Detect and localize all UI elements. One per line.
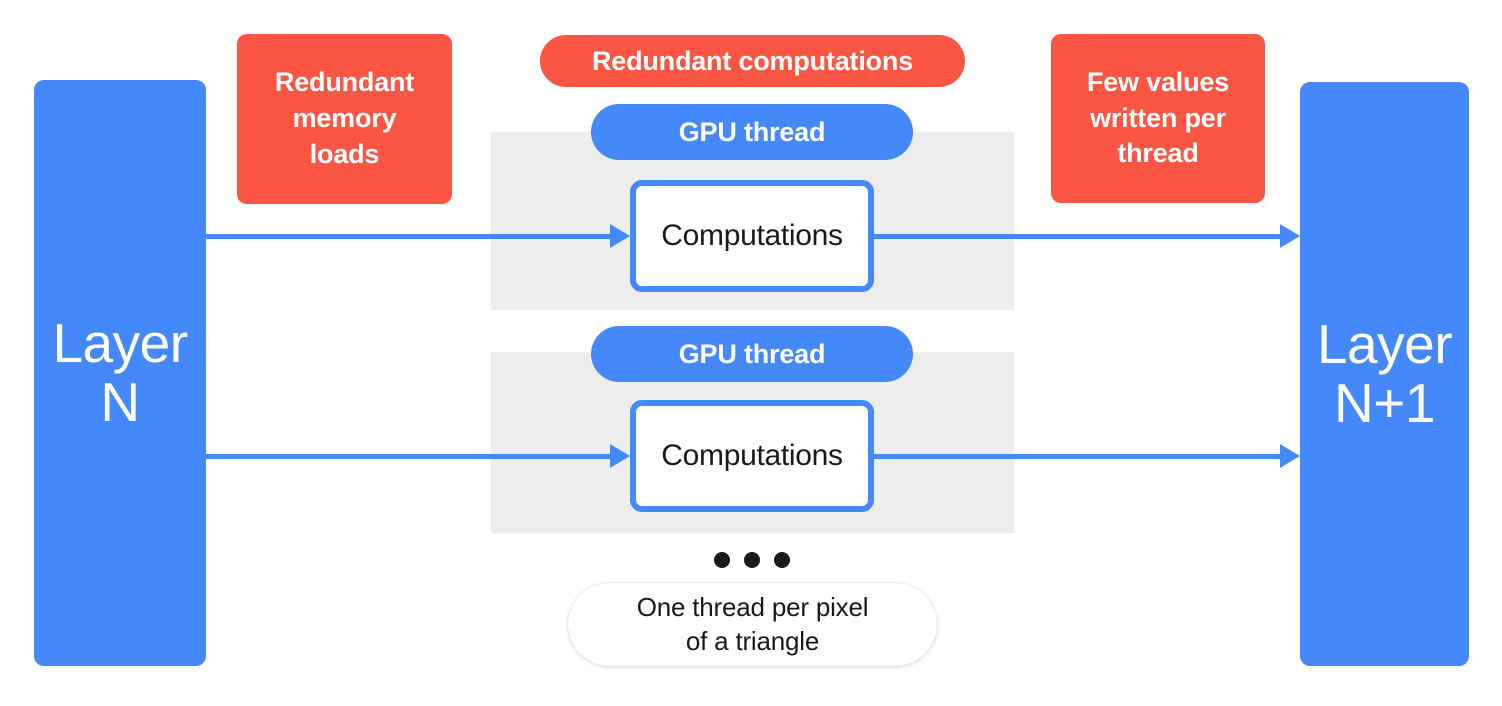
- callout-few-values-written-per-thread: Few values written per thread: [1051, 34, 1265, 203]
- ellipsis-dot-3: [774, 552, 790, 568]
- arrow-head-icon-in-2: [610, 444, 630, 468]
- ellipsis-dot-1: [714, 552, 730, 568]
- arrow-head-icon-in-1: [610, 224, 630, 248]
- gpu-thread-pill-1: GPU thread: [591, 104, 913, 160]
- callout-redundant-memory-loads: Redundant memory loads: [237, 34, 452, 204]
- callout-redundant-computations: Redundant computations: [540, 35, 965, 87]
- arrow-layer-n-to-thread-2: [206, 454, 612, 459]
- arrow-head-icon-out-1: [1280, 224, 1300, 248]
- computations-box-2: Computations: [630, 400, 874, 512]
- layer-n-plus-1-block: Layer N+1: [1300, 82, 1469, 666]
- caption-one-thread-per-pixel: One thread per pixel of a triangle: [568, 583, 937, 666]
- arrow-layer-n-to-thread-1: [206, 234, 612, 239]
- gpu-thread-pill-2: GPU thread: [591, 326, 913, 382]
- arrow-thread-2-to-layer-n-plus-1: [874, 454, 1280, 459]
- ellipsis-dot-2: [744, 552, 760, 568]
- computations-box-1: Computations: [630, 180, 874, 292]
- layer-n-block: Layer N: [34, 80, 206, 666]
- arrow-thread-1-to-layer-n-plus-1: [874, 234, 1280, 239]
- ellipsis-icon: [714, 549, 790, 571]
- arrow-head-icon-out-2: [1280, 444, 1300, 468]
